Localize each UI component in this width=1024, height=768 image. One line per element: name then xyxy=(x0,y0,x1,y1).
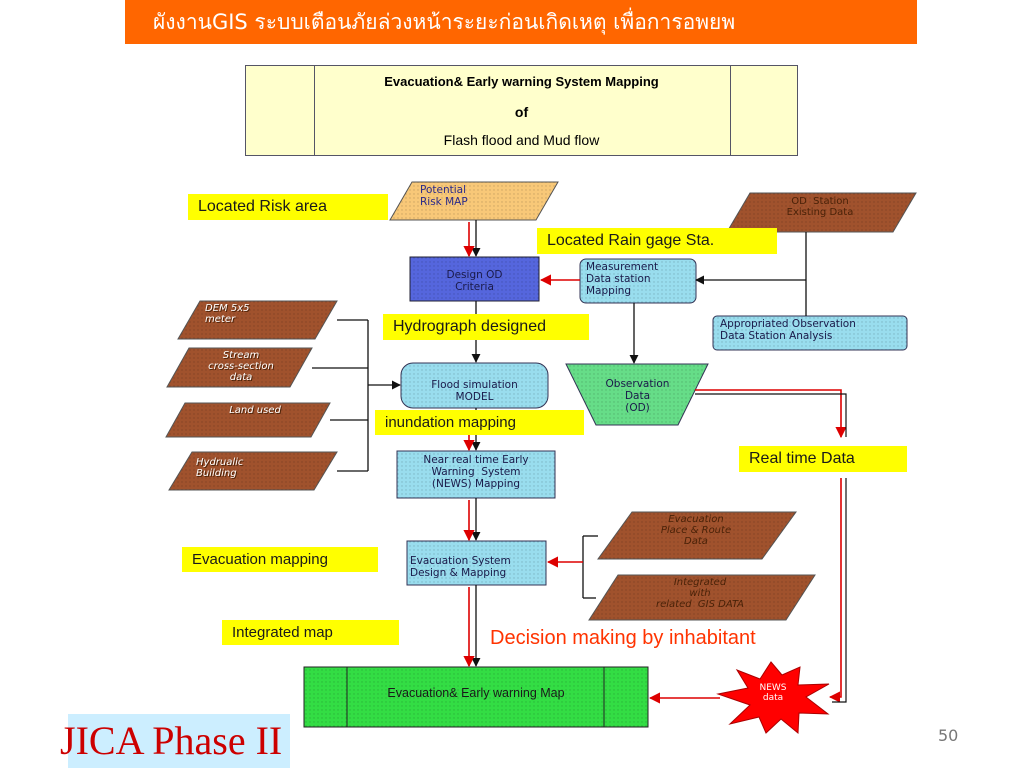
potential-risk-map-text: Potential Risk MAP xyxy=(420,184,468,208)
news-mapping-text: Near real time Early Warning System (NEW… xyxy=(423,454,529,490)
design-od-criteria-text: Design OD Criteria xyxy=(446,269,503,293)
appropriated-text: Appropriated Observation Data Station An… xyxy=(720,318,856,342)
label-inundation-mapping: inundation mapping xyxy=(375,410,584,435)
early-warning-map-text: Evacuation& Early warning Map xyxy=(387,686,565,700)
label-hydrograph-designed: Hydrograph designed xyxy=(383,314,589,340)
hydraulic-text: Hydrualic Building xyxy=(196,457,244,479)
land-used-text: Land used xyxy=(229,405,281,416)
page-number: 50 xyxy=(938,726,959,745)
header-divider-left xyxy=(314,66,315,155)
header-line-2: of xyxy=(514,104,529,120)
label-located-risk-area: Located Risk area xyxy=(188,194,388,220)
evacuation-place-text: Evacuation Place & Route Data xyxy=(660,514,732,547)
header-divider-right xyxy=(730,66,731,155)
stream-text: Stream cross-section data xyxy=(208,350,274,383)
news-data-text: NEWS data xyxy=(759,683,787,703)
footer-label: JICA Phase II xyxy=(60,718,283,763)
label-located-rain-gage: Located Rain gage Sta. xyxy=(537,228,777,254)
label-integrated-map: Integrated map xyxy=(222,620,399,645)
measurement-text: Measurement Data station Mapping xyxy=(586,261,659,297)
observation-text: Observation Data (OD) xyxy=(605,378,670,414)
od-station-text: OD Station Existing Data xyxy=(786,196,854,218)
header-line-3: Flash flood and Mud flow xyxy=(443,132,600,148)
label-evacuation-mapping: Evacuation mapping xyxy=(182,547,378,572)
header-line-1: Evacuation& Early warning System Mapping xyxy=(384,74,659,89)
evacuation-system-text: Evacuation System Design & Mapping xyxy=(410,555,511,579)
integrated-gis-text: Integrated with related GIS DATA xyxy=(655,577,745,610)
footer-background xyxy=(68,714,290,768)
label-real-time-data: Real time Data xyxy=(739,446,907,472)
dem-text: DEM 5x5 meter xyxy=(205,303,250,325)
slide-title: ผังงานGIS ระบบเตือนภัยล่วงหน้าระยะก่อนเก… xyxy=(125,0,917,44)
flood-simulation-text: Flood simulation MODEL xyxy=(431,379,518,403)
news-data-burst-shape xyxy=(716,661,830,735)
diagram-header-box: Evacuation& Early warning System Mapping… xyxy=(245,65,798,156)
decision-making-text: Decision making by inhabitant xyxy=(490,627,756,649)
